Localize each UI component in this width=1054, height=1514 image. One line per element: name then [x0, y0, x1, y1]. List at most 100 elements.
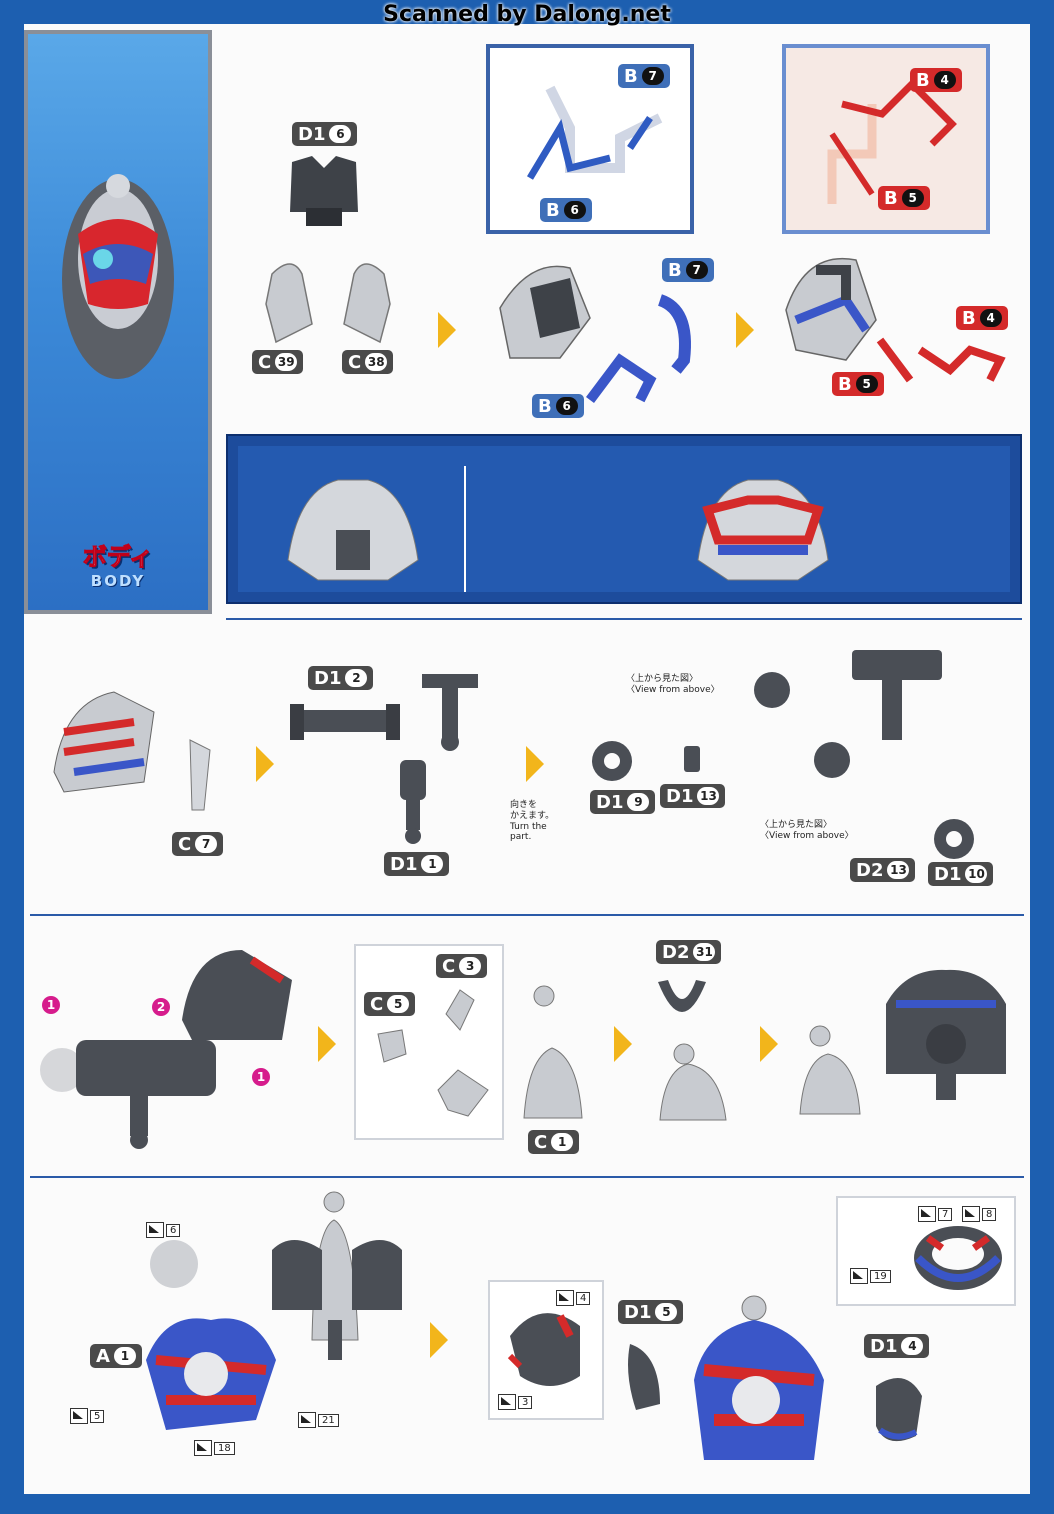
- completed-chest-comparison: [226, 434, 1022, 604]
- back-collar-part: [507, 1313, 580, 1386]
- comparison-divider: [464, 466, 466, 592]
- ring-joint-part-2: [934, 819, 974, 859]
- step-number-2: 2: [152, 998, 170, 1016]
- step-arrow: [614, 1026, 632, 1062]
- step-arrow: [736, 312, 754, 348]
- neck-piece-assembled: [437, 1069, 489, 1117]
- body-side-panel: ボディ BODY: [24, 30, 212, 614]
- collar-sticker-box: 4 3: [488, 1280, 604, 1420]
- title-english: BODY: [90, 572, 146, 590]
- step-arrow: [256, 746, 274, 782]
- sticker-4: 4: [556, 1290, 591, 1306]
- step-arrow: [438, 312, 456, 348]
- chest-before-armor: [287, 479, 419, 581]
- section-divider: [30, 914, 1024, 916]
- chest-armor-front: [146, 1318, 276, 1430]
- chest-plate-right: [343, 263, 391, 344]
- step-arrow: [526, 746, 544, 782]
- body-torso-illustration: [62, 174, 174, 379]
- neck-piece-c5: [377, 1029, 407, 1063]
- sticker-7: 7: [918, 1206, 953, 1222]
- waist-joint-frame: [290, 704, 400, 740]
- sticker-19: 19: [850, 1268, 891, 1284]
- title-japanese: ボディ: [82, 543, 154, 572]
- ring-joint-part: [592, 741, 632, 781]
- body-section-title: ボディ BODY: [28, 537, 208, 591]
- torso-with-blue-armor: [785, 257, 877, 361]
- sticker-5: 5: [70, 1408, 105, 1424]
- torso-with-neck: [272, 1191, 402, 1360]
- collar-part: [658, 980, 706, 1012]
- chest-assembly-side: [53, 691, 155, 793]
- step-arrow: [318, 1026, 336, 1062]
- view-from-above-label: 〈上から見た図〉〈View from above〉: [626, 674, 720, 695]
- step-arrow: [430, 1322, 448, 1358]
- pelvis-joint-assembly: [40, 1040, 216, 1149]
- shoulder-cap-left: [628, 1344, 660, 1410]
- neck-piece-c3: [445, 989, 475, 1031]
- runner-b-blue-parts: [526, 85, 663, 180]
- neck-base-part: [523, 985, 583, 1119]
- blue-armor-parts: [586, 294, 691, 403]
- sticker-3: 3: [498, 1394, 533, 1410]
- torso-core-part: [290, 156, 358, 226]
- torso-core-assembled: [886, 969, 1006, 1100]
- small-peg-part: [684, 746, 700, 772]
- collar-sticker-box-2: 7 8 19: [836, 1196, 1016, 1306]
- view-from-above-label-2: 〈上から見た図〉〈View from above〉: [760, 820, 854, 841]
- sticker-6: 6: [146, 1222, 181, 1238]
- step-number-1b: 1: [252, 1068, 270, 1086]
- chest-plate-left: [265, 263, 313, 344]
- section-divider: [30, 1176, 1024, 1178]
- chest-assembly-rotated: [182, 950, 292, 1040]
- upper-body-assembled: [694, 1295, 824, 1460]
- sticker-21: 21: [298, 1412, 339, 1428]
- step-number-1: 1: [42, 996, 60, 1014]
- hip-joint-assembly: [754, 650, 942, 778]
- clear-chest-light-part: [150, 1240, 198, 1288]
- neck-with-collar: [659, 1043, 727, 1121]
- sticker-8: 8: [962, 1206, 997, 1222]
- t-joint-part: [422, 674, 478, 751]
- sticker-18: 18: [194, 1440, 235, 1456]
- comparison-inner: [238, 446, 1010, 592]
- collar-ring-part: [914, 1226, 1002, 1290]
- neck-assembly-final: [799, 1025, 861, 1115]
- red-armor-parts: [876, 337, 1006, 383]
- section-divider: [226, 618, 1022, 620]
- shoulder-cap-right: [876, 1378, 922, 1442]
- scan-credit: Scanned by Dalong.net: [383, 2, 671, 27]
- torso-with-chest-assembly: [499, 265, 591, 359]
- step-arrow: [760, 1026, 778, 1062]
- waist-peg-part: [400, 760, 426, 844]
- part-c7-piece: [189, 739, 211, 811]
